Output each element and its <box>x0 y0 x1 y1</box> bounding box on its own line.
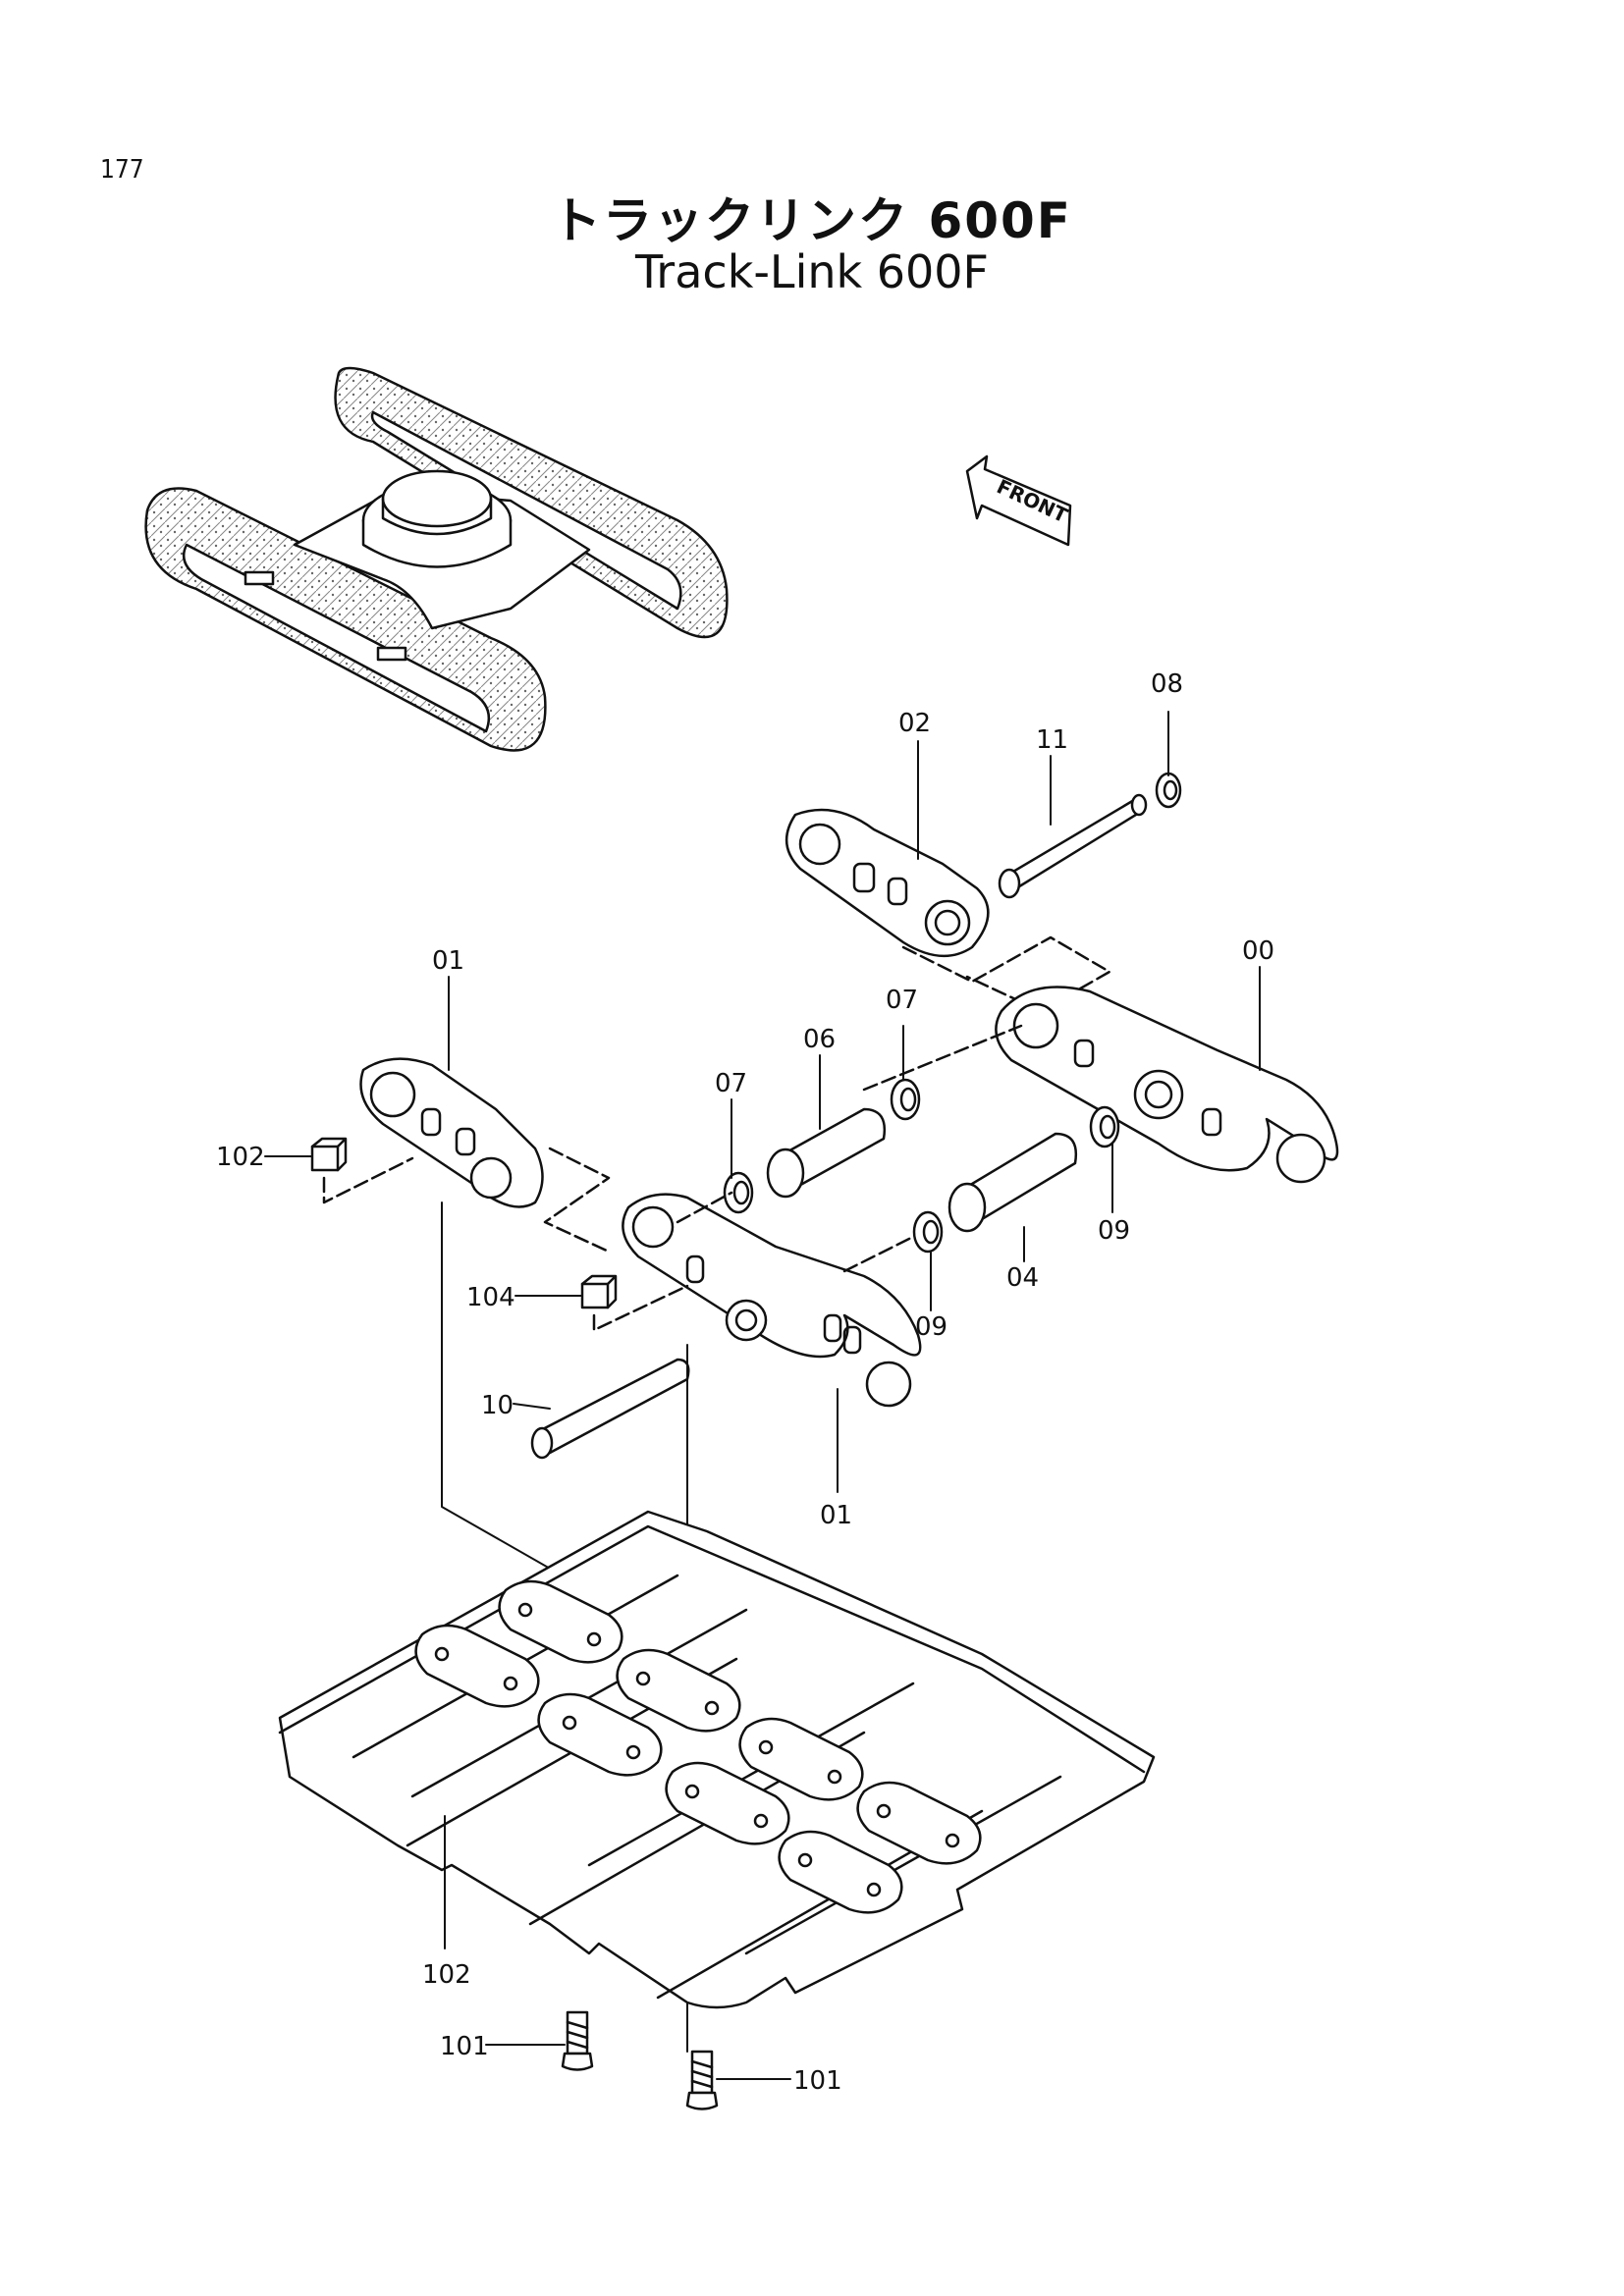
assembly-guide-lines <box>322 1024 1023 1332</box>
title-english: Track-Link 600F <box>634 245 990 298</box>
bushing-04 <box>947 1132 1078 1233</box>
label-07-left: 07 <box>715 1069 747 1098</box>
label-01-lower: 01 <box>820 1501 852 1530</box>
label-04: 04 <box>1006 1263 1039 1293</box>
label-102-upper: 102 <box>216 1143 265 1172</box>
track-link-01-center <box>622 1193 922 1408</box>
label-00: 00 <box>1242 936 1274 966</box>
track-link-01-left <box>359 1057 544 1208</box>
label-101-right: 101 <box>793 2066 842 2096</box>
label-10: 10 <box>481 1391 514 1420</box>
swing-bearing-top <box>381 469 493 528</box>
title-japanese: トラックリンク 600F <box>552 192 1072 249</box>
track-pin-10 <box>530 1358 690 1460</box>
label-11: 11 <box>1036 725 1068 755</box>
label-09-right: 09 <box>1098 1216 1130 1246</box>
label-104: 102 <box>422 1960 471 1990</box>
leader-lines <box>264 711 1261 2080</box>
track-link-00 <box>995 986 1339 1184</box>
track-shoe-104 <box>278 1510 1156 2009</box>
label-09-left: 09 <box>915 1312 947 1342</box>
shoe-bolt-101-right <box>685 2050 719 2110</box>
label-101-left: 101 <box>440 2032 489 2061</box>
label-102-lower: 104 <box>466 1283 515 1312</box>
label-02: 02 <box>898 709 931 738</box>
front-direction-arrow: FRONT <box>965 454 1071 547</box>
bushing-06 <box>766 1107 887 1199</box>
nut-102-left <box>310 1145 340 1172</box>
label-08: 08 <box>1151 669 1183 699</box>
shoe-bolt-101-left <box>561 2010 594 2071</box>
label-06: 06 <box>803 1025 836 1054</box>
page-number: 177 <box>100 155 144 185</box>
label-01-upper: 01 <box>432 946 464 976</box>
label-07-right: 07 <box>886 986 918 1015</box>
nut-102-center <box>580 1282 610 1309</box>
master-pin-11 <box>1000 798 1146 890</box>
master-link-assembly <box>785 772 1182 1013</box>
part-labels: 08 02 11 00 01 07 06 07 102 09 04 104 09… <box>216 669 1274 2096</box>
undercarriage-overview <box>144 366 729 752</box>
